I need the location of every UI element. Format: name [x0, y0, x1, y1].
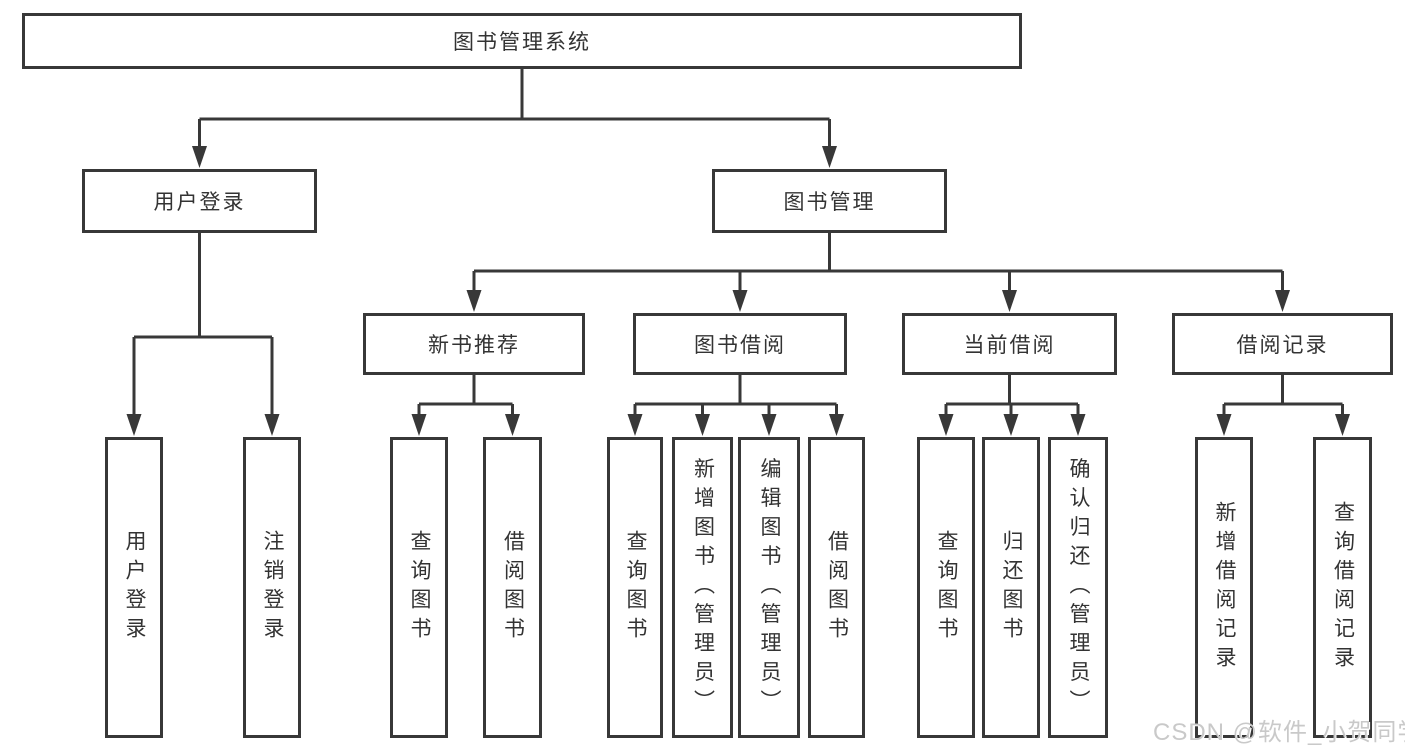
- node-book-management: 图书管理: [712, 169, 947, 233]
- connector-book-management: [472, 233, 1284, 292]
- leaf-edit-book-admin: 编辑图书（管理员）: [738, 437, 800, 738]
- arrowhead-to-leaf-query-book-2: [627, 414, 643, 436]
- leaf-confirm-return-admin: 确认归还（管理员）: [1048, 437, 1108, 738]
- arrowhead-to-leaf-borrow-book-1: [505, 414, 520, 436]
- leaf-query-borrow-record: 查询借阅记录: [1313, 437, 1372, 738]
- connector-borrow-records: [1222, 375, 1344, 416]
- leaf-add-book-admin: 新增图书（管理员）: [672, 437, 733, 738]
- leaf-borrow-book-2-label: 借阅图书: [825, 529, 849, 646]
- arrowhead-to-leaf-query-borrow-record: [1335, 414, 1350, 436]
- leaf-user-login-label: 用户登录: [123, 529, 146, 646]
- connector-root: [198, 69, 831, 148]
- arrowhead-to-leaf-edit-book: [761, 414, 777, 436]
- arrowhead-to-leaf-borrow-book-2: [829, 414, 844, 436]
- leaf-query-book-1: 查询图书: [390, 437, 448, 738]
- node-user-login: 用户登录: [82, 169, 317, 233]
- node-borrow-records: 借阅记录: [1172, 313, 1393, 375]
- arrowhead-to-new-book-recommend: [466, 290, 482, 312]
- arrowhead-to-leaf-user-login: [126, 414, 142, 436]
- arrowhead-to-leaf-query-book-1: [411, 414, 427, 436]
- connector-current-borrow: [944, 375, 1080, 416]
- leaf-query-borrow-record-label: 查询借阅记录: [1331, 500, 1355, 675]
- leaf-return-book: 归还图书: [982, 437, 1040, 738]
- watermark-text: CSDN @软件_小贺同学: [1153, 719, 1405, 746]
- leaf-borrow-book-1-label: 借阅图书: [501, 529, 525, 646]
- leaf-return-book-label: 归还图书: [1000, 529, 1023, 646]
- leaf-borrow-book-2: 借阅图书: [808, 437, 865, 738]
- arrowhead-to-book-management: [822, 146, 837, 168]
- arrowhead-to-borrow-records: [1275, 290, 1290, 312]
- leaf-user-login: 用户登录: [105, 437, 163, 738]
- leaf-add-borrow-record: 新增借阅记录: [1195, 437, 1253, 738]
- arrowhead-to-leaf-confirm-return: [1070, 414, 1086, 436]
- arrowhead-to-leaf-add-borrow-record: [1216, 414, 1232, 436]
- leaf-edit-book-admin-label: 编辑图书（管理员）: [758, 457, 781, 718]
- leaf-query-book-1-label: 查询图书: [408, 529, 431, 646]
- leaf-add-borrow-record-label: 新增借阅记录: [1213, 500, 1236, 675]
- leaf-logout: 注销登录: [243, 437, 301, 738]
- arrowhead-to-leaf-query-book-3: [938, 414, 954, 436]
- arrowhead-to-current-borrow: [1002, 290, 1017, 312]
- arrowhead-to-book-borrow: [732, 290, 748, 312]
- leaf-borrow-book-1: 借阅图书: [483, 437, 542, 738]
- leaf-add-book-admin-label: 新增图书（管理员）: [691, 457, 715, 718]
- connector-book-borrow: [633, 375, 838, 416]
- leaf-query-book-2: 查询图书: [607, 437, 663, 738]
- node-new-book-recommend: 新书推荐: [363, 313, 585, 375]
- leaf-logout-label: 注销登录: [261, 529, 284, 646]
- arrowhead-to-leaf-add-book: [695, 414, 710, 436]
- node-book-borrow: 图书借阅: [633, 313, 847, 375]
- arrowhead-to-leaf-return-book: [1003, 414, 1019, 436]
- node-current-borrow: 当前借阅: [902, 313, 1117, 375]
- connector-user-login: [132, 233, 274, 416]
- leaf-confirm-return-admin-label: 确认归还（管理员）: [1067, 457, 1090, 718]
- leaf-query-book-2-label: 查询图书: [624, 529, 647, 646]
- arrowhead-to-leaf-logout: [264, 414, 280, 436]
- node-root: 图书管理系统: [22, 13, 1022, 69]
- connector-new-book-recommend: [417, 375, 514, 416]
- leaf-query-book-3: 查询图书: [917, 437, 975, 738]
- leaf-query-book-3-label: 查询图书: [935, 529, 958, 646]
- arrowhead-to-user-login: [192, 146, 207, 168]
